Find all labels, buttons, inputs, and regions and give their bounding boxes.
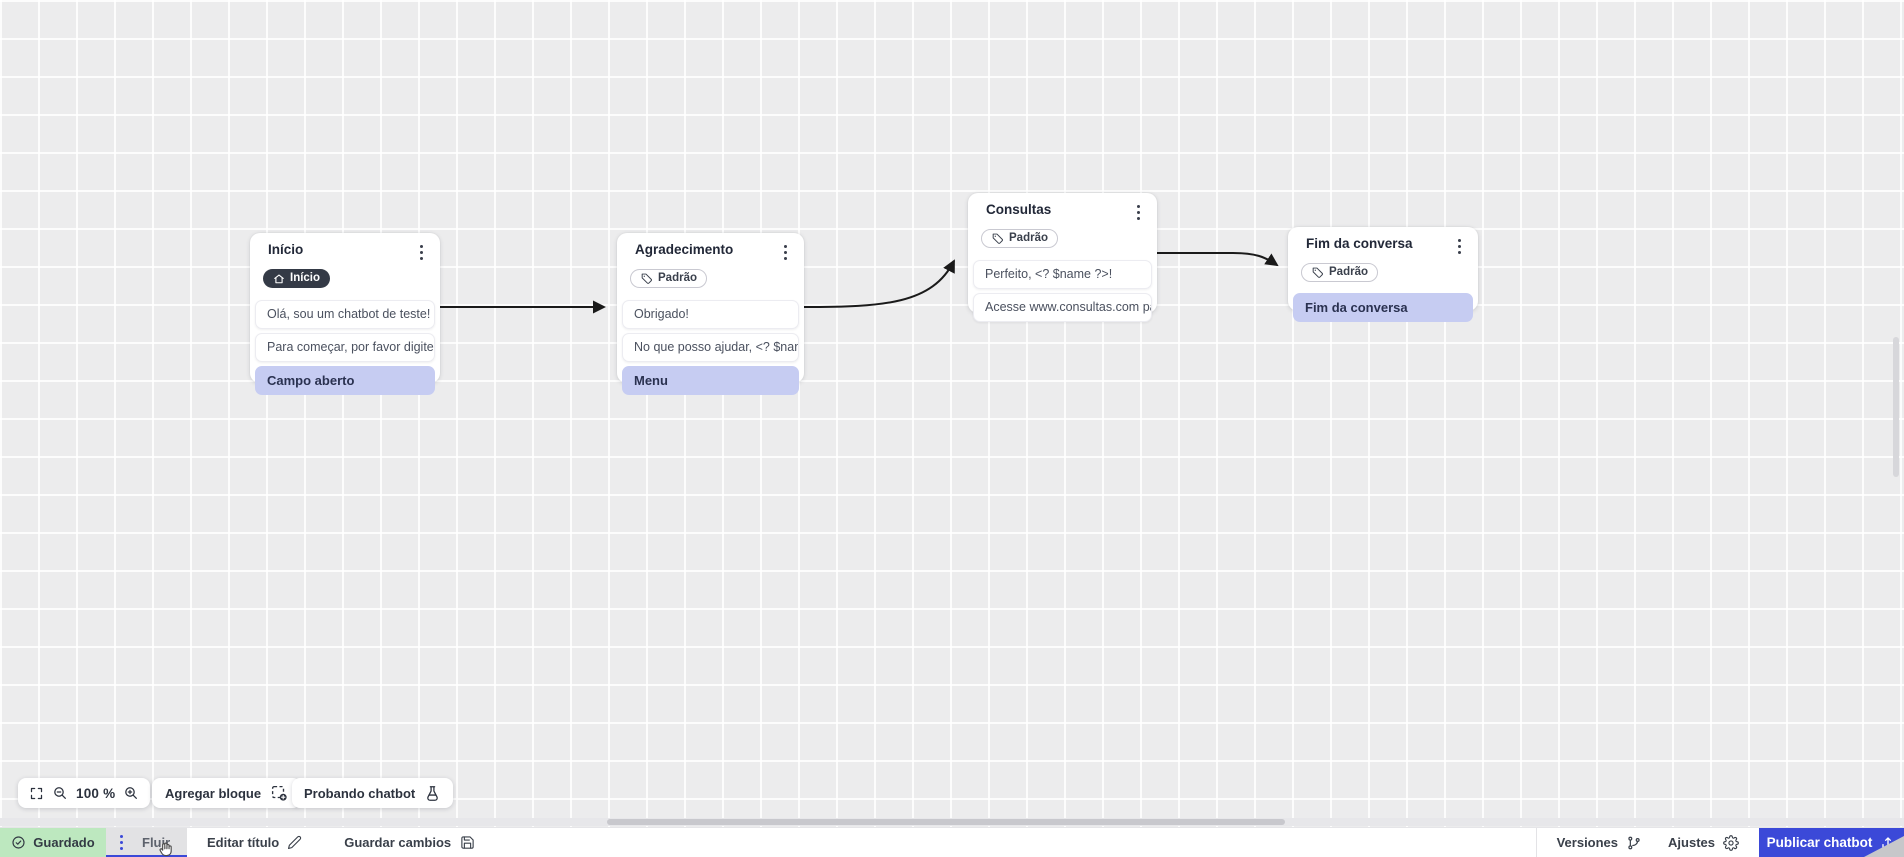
node-type-badge: Padrão — [630, 269, 707, 289]
statusbar-menu-button[interactable] — [114, 832, 129, 852]
node-menu-button[interactable] — [1131, 202, 1146, 223]
node-title: Agradecimento — [635, 242, 734, 257]
flask-icon — [427, 785, 439, 801]
message-block[interactable]: Para começar, por favor digite o ... — [255, 332, 435, 362]
edit-title-button[interactable]: Editar título — [207, 828, 302, 857]
save-changes-button[interactable]: Guardar cambios — [344, 828, 475, 857]
gear-icon — [1723, 834, 1739, 851]
statusbar: Guardado Fluir Editar título Guardar cam… — [0, 827, 1904, 857]
settings-button[interactable]: Ajustes — [1668, 828, 1739, 857]
zoom-level-value: 100 % — [76, 785, 116, 801]
settings-label: Ajustes — [1668, 835, 1715, 850]
pencil-icon — [288, 835, 302, 849]
statusbar-right-group: Versiones Ajustes Publicar chatbot — [1535, 828, 1904, 857]
horizontal-scrollbar-thumb[interactable] — [607, 819, 1285, 825]
badge-label: Padrão — [658, 272, 697, 285]
tab-fluir[interactable]: Fluir — [106, 828, 187, 857]
message-block[interactable]: Acesse www.consultas.com par... — [973, 293, 1152, 323]
badge-label: Padrão — [1329, 266, 1368, 279]
versions-button[interactable]: Versiones — [1557, 828, 1642, 857]
input-block-campo-aberto[interactable]: Campo aberto — [255, 365, 435, 395]
message-block[interactable]: No que posso ajudar, <? $name ... — [622, 333, 799, 363]
node-title: Fim da conversa — [1306, 236, 1413, 251]
badge-label: Padrão — [1009, 232, 1048, 245]
zoom-in-icon — [125, 787, 138, 799]
saved-status-badge: Guardado — [0, 828, 106, 857]
add-block-label: Agregar bloque — [165, 785, 262, 801]
node-fim-da-conversa[interactable]: Fim da conversa Padrão Fim da conversa — [1288, 227, 1478, 323]
statusbar-divider — [1535, 828, 1537, 857]
edge-consultas-fim — [1156, 252, 1279, 267]
node-title: Início — [268, 242, 304, 257]
edge-agradecimento-consultas — [802, 259, 955, 308]
tag-icon — [1312, 267, 1323, 279]
node-inicio[interactable]: Início Início Olá, sou um chatbot de tes… — [250, 233, 440, 395]
badge-label: Início — [290, 272, 321, 285]
save-icon — [461, 836, 474, 849]
node-agradecimento[interactable]: Agradecimento Padrão Obrigado! No que po… — [617, 233, 804, 396]
git-branch-icon — [1628, 836, 1640, 849]
message-block[interactable]: Perfeito, <? $name ?>! — [973, 260, 1152, 290]
versions-label: Versiones — [1556, 835, 1619, 850]
zoom-out-button[interactable] — [52, 785, 68, 801]
fullscreen-icon — [30, 787, 43, 799]
test-chatbot-label: Probando chatbot — [304, 785, 416, 801]
tag-icon — [641, 273, 652, 285]
saved-status-label: Guardado — [33, 835, 95, 850]
publish-chatbot-button[interactable]: Publicar chatbot — [1759, 828, 1904, 857]
message-block[interactable]: Obrigado! — [622, 300, 799, 330]
check-circle-icon — [12, 836, 25, 849]
fullscreen-button[interactable] — [29, 786, 44, 801]
add-block-icon — [272, 785, 287, 801]
zoom-in-button[interactable] — [123, 785, 139, 801]
vertical-scrollbar-thumb[interactable] — [1893, 337, 1899, 477]
node-menu-button[interactable] — [778, 242, 793, 263]
save-changes-label: Guardar cambios — [344, 835, 452, 850]
home-icon — [274, 274, 284, 284]
node-type-badge: Padrão — [1301, 263, 1378, 283]
menu-block[interactable]: Menu — [622, 366, 799, 396]
node-title: Consultas — [986, 202, 1052, 217]
tag-icon — [992, 233, 1003, 245]
end-block[interactable]: Fim da conversa — [1293, 293, 1473, 323]
message-block[interactable]: Olá, sou um chatbot de teste! — [255, 299, 435, 329]
test-chatbot-button[interactable]: Probando chatbot — [292, 778, 454, 808]
node-consultas[interactable]: Consultas Padrão Perfeito, <? $name ?>! … — [968, 193, 1157, 323]
node-type-badge: Início — [263, 269, 331, 289]
node-menu-button[interactable] — [1452, 236, 1467, 257]
zoom-toolbar: 100 % — [18, 778, 151, 808]
node-menu-button[interactable] — [414, 242, 429, 263]
tab-fluir-label: Fluir — [142, 835, 171, 850]
add-block-button[interactable]: Agregar bloque — [152, 778, 302, 808]
publish-chatbot-label: Publicar chatbot — [1766, 835, 1873, 850]
zoom-out-icon — [54, 787, 66, 799]
edit-title-label: Editar título — [207, 835, 280, 850]
node-type-badge: Padrão — [981, 229, 1058, 249]
